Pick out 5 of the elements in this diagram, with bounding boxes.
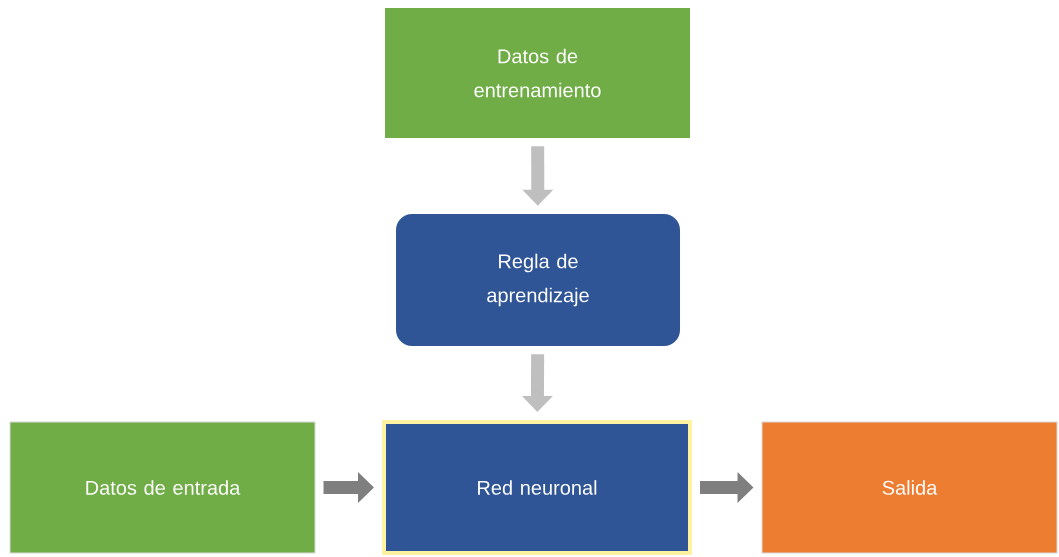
- process-box: Datos de entrada: [9, 421, 316, 554]
- process-box: Salida: [761, 421, 1058, 554]
- process-box: Red neuronal: [382, 420, 692, 555]
- process-box: Datos de entrenamiento: [385, 8, 690, 138]
- process-box: Regla de aprendizaje: [396, 214, 680, 346]
